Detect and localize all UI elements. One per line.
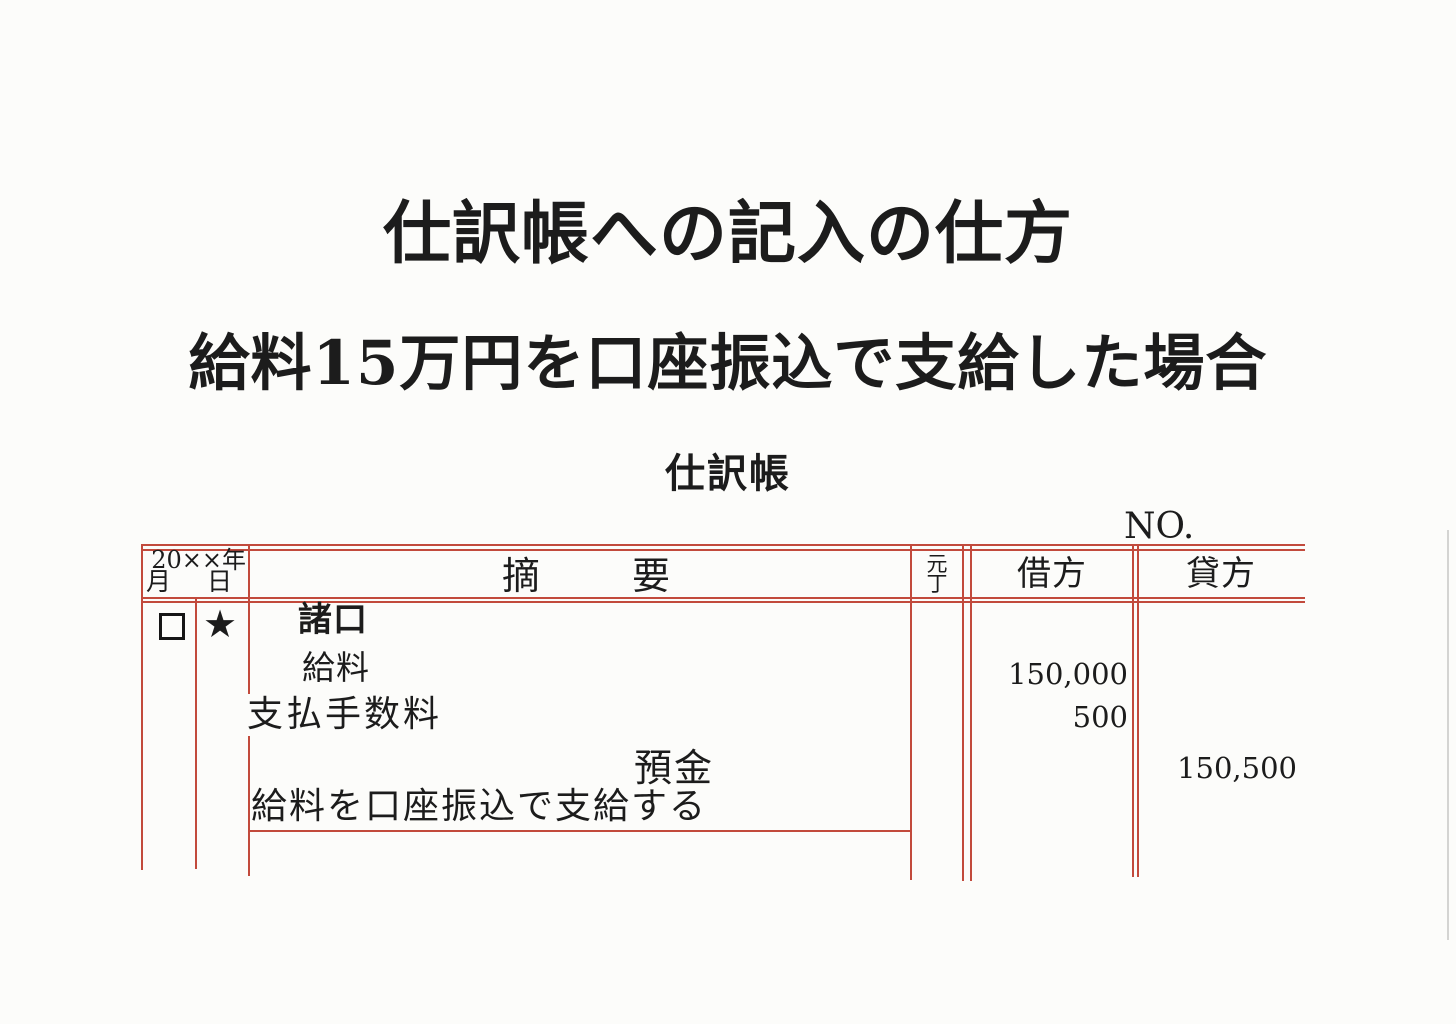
ledger-debit-divider-left	[962, 544, 964, 881]
entry-account-salary: 給料	[302, 648, 370, 687]
debit-credit-divider-right	[1137, 544, 1139, 877]
header-bottom-rule-inner	[141, 601, 1305, 603]
entry-account-fee: 支払手数料	[247, 694, 443, 735]
entry-separator-rule	[248, 830, 910, 832]
summary-header-char1: 摘	[502, 554, 541, 598]
debit-credit-divider-left	[1132, 544, 1134, 877]
year-header: 20××年	[151, 546, 246, 574]
header-bottom-rule-outer	[141, 597, 1305, 599]
day-summary-divider-upper	[248, 544, 250, 694]
day-header: 日	[207, 567, 233, 596]
credit-amount-deposit: 150,500	[1177, 751, 1297, 785]
no-label: NO.	[1124, 506, 1195, 547]
summary-header-char2: 要	[632, 554, 671, 598]
table-left-rule	[141, 544, 143, 870]
debit-header: 借方	[1017, 554, 1087, 594]
table-top-rule-inner	[141, 549, 1305, 551]
journal-heading: 仕訳帳	[665, 450, 791, 497]
scan-artifact-line	[1447, 530, 1449, 940]
summary-ledger-divider	[910, 544, 912, 880]
page-title: 仕訳帳への記入の仕方	[382, 194, 1073, 274]
entry-account-sundries: 諸口	[298, 600, 368, 640]
day-summary-divider-lower	[248, 736, 250, 876]
month-header: 月	[146, 567, 172, 596]
entry-note: 給料を口座振込で支給する	[251, 786, 708, 827]
page-subtitle: 給料15万円を口座振込で支給した場合	[188, 328, 1268, 399]
month-day-divider	[195, 597, 197, 869]
debit-amount-salary: 150,000	[1008, 657, 1128, 691]
ledger-folio-header: 元 丁	[911, 552, 963, 596]
day-star-icon: ★	[203, 602, 238, 646]
ledger-debit-divider-right	[970, 544, 972, 881]
entry-account-deposit: 預金	[634, 746, 715, 790]
ledger-folio-char1: 元	[926, 552, 948, 576]
credit-header: 貸方	[1186, 554, 1256, 594]
ledger-folio-char2: 丁	[926, 572, 948, 596]
debit-amount-fee: 500	[1072, 700, 1128, 734]
empty-month-box-icon	[159, 613, 185, 640]
table-top-rule-outer	[141, 544, 1305, 546]
